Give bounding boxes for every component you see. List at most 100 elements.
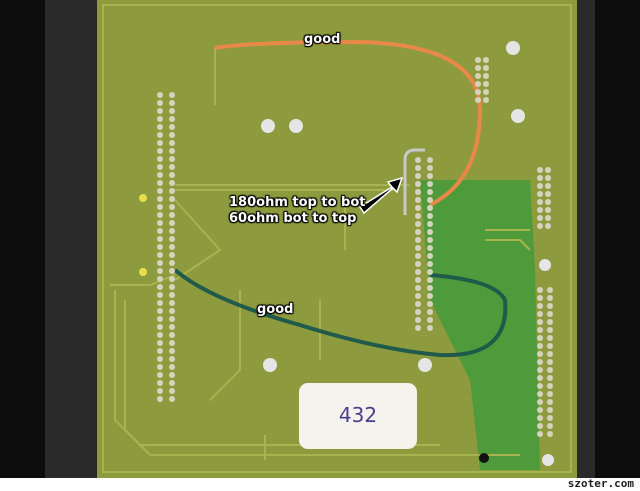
solder-pad (169, 180, 175, 186)
solder-pad (427, 221, 433, 227)
solder-pad (415, 189, 421, 195)
solder-pad (537, 391, 543, 397)
solder-pad (545, 223, 551, 229)
solder-pad (547, 383, 553, 389)
solder-pad (169, 172, 175, 178)
solder-pad (415, 165, 421, 171)
solder-pad (169, 308, 175, 314)
solder-pad (537, 423, 543, 429)
solder-pad (427, 229, 433, 235)
solder-pad (547, 327, 553, 333)
solder-pad (157, 340, 163, 346)
traces (110, 48, 531, 460)
solder-pad (427, 325, 433, 331)
solder-pad (427, 197, 433, 203)
solder-pad (157, 148, 163, 154)
solder-pad (547, 359, 553, 365)
solder-pad (157, 140, 163, 146)
solder-pad (157, 380, 163, 386)
solder-pad (169, 100, 175, 106)
solder-pad (169, 252, 175, 258)
solder-pad (545, 199, 551, 205)
solder-pad (169, 108, 175, 114)
solder-pad (545, 207, 551, 213)
solder-pad (415, 293, 421, 299)
resistor-lead (403, 148, 425, 215)
solder-pad (169, 124, 175, 130)
solder-pad (169, 140, 175, 146)
solder-pad (475, 57, 481, 63)
solder-pad (537, 287, 543, 293)
solder-pad (415, 229, 421, 235)
pcb-board (45, 0, 595, 478)
solder-pad (169, 236, 175, 242)
solder-pad (415, 261, 421, 267)
solder-pad (547, 295, 553, 301)
solder-pad (169, 212, 175, 218)
solder-pad (483, 65, 489, 71)
solder-pad (547, 375, 553, 381)
solder-pad (169, 148, 175, 154)
solder-pad (415, 173, 421, 179)
solder-pad (157, 292, 163, 298)
solder-pad (537, 319, 543, 325)
solder-pad (483, 73, 489, 79)
solder-pad (157, 236, 163, 242)
annotation-resistance-2: 60ohm bot to top (229, 211, 357, 226)
solder-pad (537, 175, 543, 181)
solder-pad (545, 175, 551, 181)
solder-pad (415, 237, 421, 243)
solder-pad (537, 327, 543, 333)
solder-pad (427, 237, 433, 243)
solder-pad (475, 65, 481, 71)
solder-pad (415, 325, 421, 331)
solder-pad (415, 197, 421, 203)
solder-pad (537, 303, 543, 309)
solder-pad (157, 332, 163, 338)
solder-pad (169, 244, 175, 250)
solder-pad (545, 215, 551, 221)
solder-pad (537, 167, 543, 173)
solder-pad (537, 367, 543, 373)
solder-pad (427, 293, 433, 299)
solder-pad (169, 388, 175, 394)
solder-pad (547, 335, 553, 341)
solder-pad (427, 309, 433, 315)
pin-rows (157, 57, 553, 437)
solder-pad (537, 343, 543, 349)
solder-pad (427, 245, 433, 251)
solder-pad (415, 205, 421, 211)
mounting-holes (261, 41, 554, 466)
solder-pad (169, 396, 175, 402)
copper-pour (420, 180, 540, 470)
solder-pad (537, 359, 543, 365)
annotation-resistance-1: 180ohm top to bot (229, 195, 366, 210)
pcb-photo (0, 0, 640, 478)
solder-pad (427, 157, 433, 163)
solder-pad (537, 183, 543, 189)
solder-pad (547, 343, 553, 349)
solder-pad (415, 317, 421, 323)
solder-pad (545, 183, 551, 189)
green-wire (173, 268, 508, 358)
solder-pad (547, 431, 553, 437)
solder-pad (427, 277, 433, 283)
solder-pad (415, 213, 421, 219)
solder-pad (537, 399, 543, 405)
solder-pad (415, 285, 421, 291)
solder-pad (169, 204, 175, 210)
solder-pad (157, 244, 163, 250)
solder-pad (427, 285, 433, 291)
solder-pad (537, 207, 543, 213)
solder-pad (545, 167, 551, 173)
solder-pad (483, 81, 489, 87)
solder-pad (157, 92, 163, 98)
solder-pad (537, 431, 543, 437)
solder-pad (157, 308, 163, 314)
solder-pad (169, 340, 175, 346)
solder-pad (169, 372, 175, 378)
solder-pad (547, 351, 553, 357)
solder-pad (169, 116, 175, 122)
solder-pad (157, 212, 163, 218)
solder-pad (157, 356, 163, 362)
